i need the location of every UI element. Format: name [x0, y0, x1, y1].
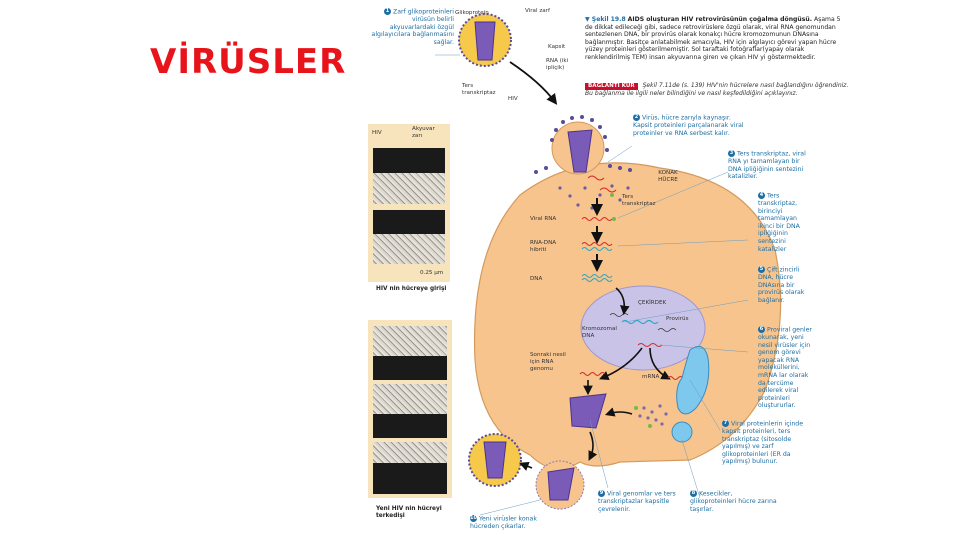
connect-text: Şekil 7.11de (s. 139) HIV'nin hücrelere … [585, 82, 849, 98]
label-rna: RNA (iki ipliçik) [546, 58, 569, 71]
label-provirus: Provirüs [666, 316, 689, 322]
label-viral-envelope: Viral zarf [525, 8, 550, 14]
entry-photo-panel: HIV Akyuvar zarı 0.25 µm [368, 124, 450, 282]
scale-bar: 0.25 µm [420, 270, 444, 276]
hiv-replication-figure: ▼ Şekil 19.8 AIDS oluşturan HIV retrovir… [360, 0, 860, 540]
photo-label-hiv: HIV [372, 130, 382, 136]
entry-photo-caption: HIV nin hücreye girişi [376, 286, 447, 292]
figure-title: AIDS oluşturan HIV retrovirüsünün çoğalm… [627, 16, 813, 23]
label-nucleus: ÇEKİRDEK [638, 300, 667, 306]
connect-tag: BAĞLANTI KUR [585, 83, 638, 91]
exit-photo-panel [368, 320, 452, 498]
entry-photo-1 [373, 148, 445, 204]
entry-photo-2 [373, 210, 445, 264]
label-glycoprotein: Glikoprotein [455, 10, 489, 16]
exit-photo-caption: Yeni HIV nin hücreyi terkedişi [376, 506, 442, 519]
label-viral-rna: Viral RNA [530, 216, 557, 222]
label-capsid: Kapsit [548, 44, 566, 50]
figure-caption-body: Aşama 5 de dikkat edileceği gibi, sadece… [585, 16, 841, 61]
slide-title: VİRÜSLER [150, 42, 347, 82]
label-dna: DNA [530, 276, 543, 282]
label-rna-dna-hybrid: RNA-DNA hibriti [530, 240, 557, 253]
exit-photo-1 [373, 326, 447, 380]
label-reverse-transcriptase: Ters transkriptaz [462, 83, 496, 96]
connect-box: BAĞLANTI KUR Şekil 7.11de (s. 139) HIV'n… [585, 82, 850, 98]
figure-number: ▼ Şekil 19.8 [585, 16, 626, 23]
hiv-cycle-diagram [435, 13, 782, 516]
label-cell-rt: Ters transkriptaz [622, 194, 656, 207]
photo-label-membrane: Akyuvar zarı [412, 126, 435, 139]
label-mrna: mRNA [642, 374, 660, 380]
label-hiv: HIV [508, 96, 518, 102]
label-chromosomal-dna: Kromozomal DNA [582, 326, 617, 339]
label-next-gen-rna: Sonraki nesil için RNA genomu [530, 352, 566, 372]
figure-caption: ▼ Şekil 19.8 AIDS oluşturan HIV retrovir… [585, 16, 850, 62]
exit-photo-3 [373, 442, 447, 494]
label-host-cell: KONAK HÜCRE [658, 170, 678, 183]
exit-photo-2 [373, 384, 447, 438]
